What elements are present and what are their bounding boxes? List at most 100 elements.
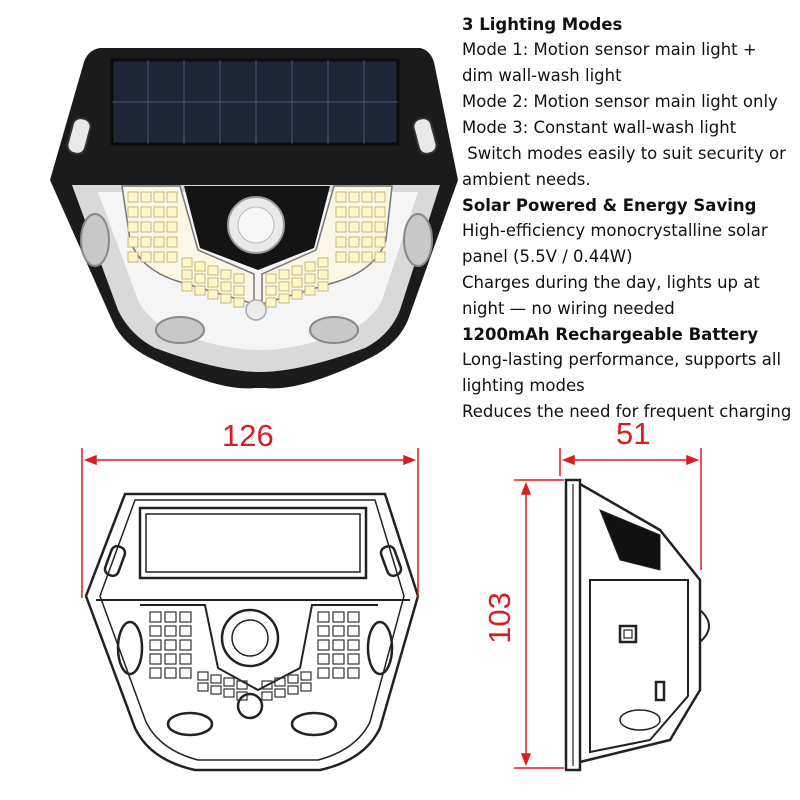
section-heading-solar: Solar Powered & Energy Saving bbox=[462, 196, 757, 215]
led-chip bbox=[348, 236, 360, 248]
led-chip bbox=[166, 191, 178, 203]
led-chip bbox=[347, 667, 360, 679]
led-chip bbox=[347, 653, 360, 665]
led-chip bbox=[278, 269, 290, 280]
spec-line: lighting modes bbox=[462, 376, 585, 395]
led-chip bbox=[347, 611, 360, 623]
led-chip bbox=[140, 191, 152, 203]
led-chip bbox=[332, 667, 345, 679]
led-chip bbox=[153, 206, 165, 218]
led-chip bbox=[179, 653, 192, 665]
led-chip bbox=[164, 653, 177, 665]
spec-text: 3 Lighting Modes Mode 1: Motion sensor m… bbox=[462, 12, 798, 425]
led-chip bbox=[149, 667, 162, 679]
led-chip bbox=[332, 639, 345, 651]
led-chip bbox=[374, 236, 386, 248]
led-chip bbox=[179, 611, 192, 623]
led-chip bbox=[374, 191, 386, 203]
led-chip bbox=[149, 653, 162, 665]
led-chip bbox=[164, 639, 177, 651]
led-chip bbox=[361, 191, 373, 203]
led-chip bbox=[304, 285, 316, 296]
led-chip bbox=[233, 297, 245, 308]
led-chip bbox=[223, 677, 235, 687]
led-chip bbox=[166, 251, 178, 263]
led-chip bbox=[197, 682, 209, 692]
led-chip bbox=[335, 236, 347, 248]
led-chip bbox=[374, 251, 386, 263]
led-chip bbox=[332, 611, 345, 623]
led-chip bbox=[274, 688, 286, 698]
led-chip bbox=[220, 281, 232, 292]
led-chip bbox=[291, 277, 303, 288]
led-chip bbox=[361, 206, 373, 218]
spec-line: ambient needs. bbox=[462, 170, 591, 189]
led-chip bbox=[335, 251, 347, 263]
led-chip bbox=[317, 625, 330, 637]
led-chip bbox=[287, 685, 299, 695]
led-chip bbox=[179, 625, 192, 637]
spec-line: Switch modes easily to suit security or bbox=[462, 144, 786, 163]
section-heading-modes: 3 Lighting Modes bbox=[462, 15, 623, 34]
led-chip bbox=[153, 236, 165, 248]
led-chip bbox=[348, 206, 360, 218]
led-chip bbox=[317, 257, 329, 268]
led-chip bbox=[194, 261, 206, 272]
led-chip bbox=[347, 639, 360, 651]
led-chip bbox=[291, 265, 303, 276]
led-chip bbox=[179, 639, 192, 651]
depth-dimension-label: 51 bbox=[616, 416, 651, 451]
led-chip bbox=[287, 674, 299, 684]
led-chip bbox=[149, 625, 162, 637]
spec-line: Mode 1: Motion sensor main light + bbox=[462, 40, 757, 59]
led-chip bbox=[164, 667, 177, 679]
led-chip bbox=[317, 639, 330, 651]
led-chip bbox=[265, 285, 277, 296]
led-chip bbox=[223, 688, 235, 698]
led-chip bbox=[233, 273, 245, 284]
led-chip bbox=[194, 273, 206, 284]
led-chip bbox=[278, 281, 290, 292]
led-chip bbox=[361, 221, 373, 233]
led-chip bbox=[300, 682, 312, 692]
led-chip bbox=[278, 293, 290, 304]
led-chip bbox=[166, 221, 178, 233]
led-chip bbox=[127, 236, 139, 248]
spec-line: High-efficiency monocrystalline solar bbox=[462, 221, 768, 240]
led-chip bbox=[274, 677, 286, 687]
led-chip bbox=[181, 269, 193, 280]
led-chip bbox=[300, 671, 312, 681]
led-chip bbox=[317, 281, 329, 292]
height-dimension-label: 103 bbox=[481, 592, 517, 644]
led-chip bbox=[361, 251, 373, 263]
led-chip bbox=[233, 285, 245, 296]
spec-line: Mode 3: Constant wall-wash light bbox=[462, 118, 737, 137]
led-chip bbox=[166, 236, 178, 248]
led-chip bbox=[127, 206, 139, 218]
spec-line: Reduces the need for frequent charging bbox=[462, 402, 792, 421]
led-chip bbox=[207, 265, 219, 276]
led-chip bbox=[220, 293, 232, 304]
led-chip bbox=[348, 221, 360, 233]
led-chip bbox=[181, 281, 193, 292]
spec-line: dim wall-wash light bbox=[462, 66, 622, 85]
led-chip bbox=[332, 625, 345, 637]
led-chip bbox=[265, 273, 277, 284]
spec-line: panel (5.5V / 0.44W) bbox=[462, 247, 633, 266]
spec-line: night — no wiring needed bbox=[462, 299, 675, 318]
led-chip bbox=[261, 680, 273, 690]
spec-line: Long-lasting performance, supports all bbox=[462, 350, 782, 369]
led-chip bbox=[317, 611, 330, 623]
led-chip bbox=[164, 611, 177, 623]
led-chip bbox=[140, 251, 152, 263]
spec-line: Mode 2: Motion sensor main light only bbox=[462, 92, 778, 111]
led-chip bbox=[166, 206, 178, 218]
led-chip bbox=[335, 191, 347, 203]
led-chip bbox=[140, 236, 152, 248]
led-chip bbox=[164, 625, 177, 637]
led-chip bbox=[317, 667, 330, 679]
led-chip bbox=[127, 251, 139, 263]
led-chip bbox=[317, 653, 330, 665]
